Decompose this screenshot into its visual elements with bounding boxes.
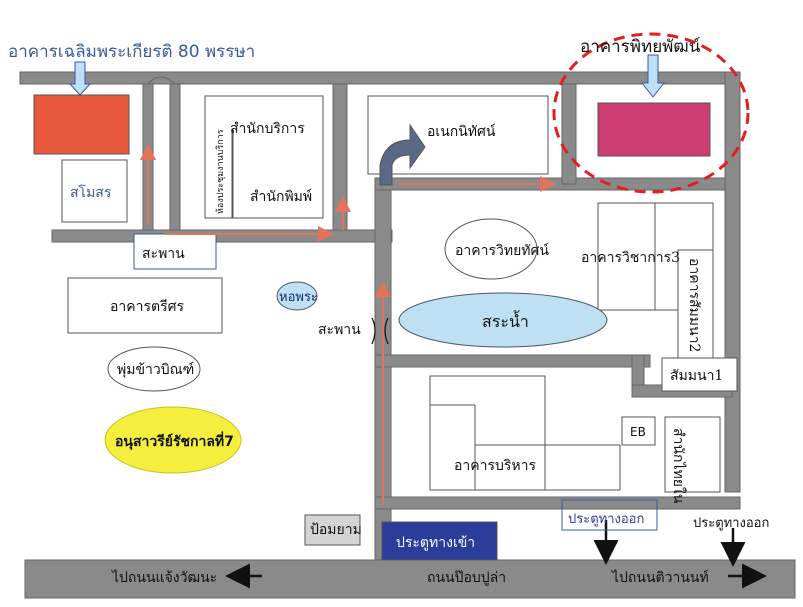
road-east-lower [374, 354, 651, 368]
label-road-right: ไปถนนติวานนท์ [611, 569, 709, 586]
labels: อาคารเฉลิมพระเกียรติ 80 พรรษา อาคารพิทยพ… [8, 37, 769, 586]
gate-exit-box [561, 499, 658, 531]
label-building-witthayathat: อาคารวิทยทัศน์ [455, 242, 549, 259]
road-horizontal-mid [51, 229, 393, 243]
building-sammana2 [677, 249, 714, 359]
label-samosorn: สโมสร [70, 184, 112, 201]
label-building-chalerm: อาคารเฉลิมพระเกียรติ 80 พรรษา [8, 42, 255, 62]
direction-arrows [225, 520, 767, 589]
building-samnak-thai [664, 416, 721, 493]
label-building-phitthayaphat: อาคารพิทยพัฒน์ [580, 37, 701, 57]
label-saphan-mid: สะพาน [318, 322, 361, 338]
label-saphan-left: สะพาน [142, 246, 185, 262]
pointer-arrow-chalerm [68, 61, 92, 96]
building-samosorn [61, 159, 128, 223]
building-sammana1 [661, 357, 738, 392]
label-sammana1: สัมมนา1 [670, 368, 723, 384]
building-eb [621, 416, 656, 446]
road-top [19, 71, 741, 85]
building-chalerm [33, 94, 130, 155]
label-samnak-borikan: สำนักบริการ [230, 121, 305, 137]
building-samnak-borikan [204, 95, 324, 219]
label-hor-phra: หอพระ [279, 290, 318, 305]
pointer-arrow-phitthayaphat [640, 54, 666, 98]
bridge-left-box [133, 233, 217, 270]
road-right-vertical [724, 71, 741, 493]
highlight-circle [552, 32, 750, 194]
label-building-sammana2: อาคารสัมมนา2 [686, 258, 702, 352]
building-anek-nithat [367, 95, 549, 175]
route-arrows [140, 144, 556, 505]
label-gate-exit-1: ประตูทางออก [568, 512, 644, 527]
pointer-arrows [68, 54, 666, 98]
label-building-wichakan3: อาคารวิชาการ3 [581, 250, 680, 266]
label-samnak-thai: สำนักไทยใน [670, 428, 687, 504]
road-main-bottom [24, 559, 796, 599]
label-phum-khao-bin: พุ่มข้าวบิณฑ์ [117, 361, 194, 378]
building-samnak-phim-inner [231, 129, 234, 219]
building-phitthayaphat [597, 102, 711, 157]
pond [398, 292, 608, 348]
label-gate-exit-2: ประตูทางออก [693, 516, 769, 531]
road-mid-vertical-2 [561, 83, 577, 185]
curved-arrow-anek [379, 123, 426, 186]
monument-rama7 [104, 406, 242, 474]
bridge-mid-marker [371, 317, 376, 345]
label-samnak-phim: สำนักพิมพ์ [250, 188, 312, 205]
label-pond: สระน้ำ [482, 310, 529, 331]
building-gate-entrance [381, 521, 498, 561]
label-gate-entrance: ประตูทางเข้า [396, 535, 475, 551]
building-witthayathat [444, 218, 538, 280]
building-trisorn [67, 277, 223, 334]
phum-khao-bin [107, 346, 201, 392]
road-mid-left [332, 83, 348, 235]
building-pom-yam [304, 514, 361, 546]
label-road-left: ไปถนนแจ้งวัฒนะ [111, 569, 217, 586]
label-building-borihan: อาคารบริหาร [454, 458, 537, 474]
label-monument-rama7: อนุสาวรีย์รัชกาลที่7 [115, 431, 234, 450]
road-left-2 [169, 83, 181, 235]
building-borihan [429, 375, 546, 491]
label-pom-yam: ป้อมยาม [310, 522, 362, 538]
road-curve-left [147, 76, 176, 85]
hor-phra [276, 281, 318, 311]
label-eb: EB [630, 425, 646, 439]
label-anek-nithat: อเนกนิทัศน์ [427, 123, 496, 140]
label-vertical-note: ห้องประชุมงานบริการ [215, 129, 226, 214]
label-building-trisorn: อาคารตรีศร [110, 299, 185, 315]
label-road-center: ถนนป๊อบปูล่า [427, 570, 506, 586]
